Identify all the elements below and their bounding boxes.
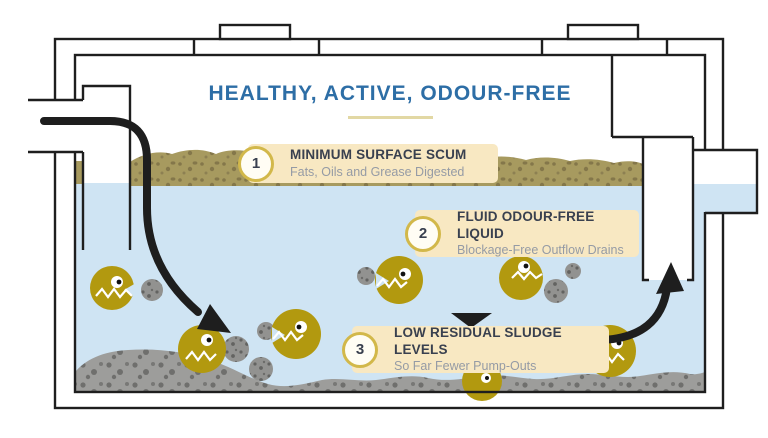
inlet-pipe (28, 98, 83, 154)
tank-outline (53, 23, 725, 410)
callout-minimum-surface-scum: 1 MINIMUM SURFACE SCUM Fats, Oils and Gr… (238, 144, 498, 183)
rock-icon (141, 279, 163, 301)
diagram-title: HEALTHY, ACTIVE, ODOUR-FREE (208, 82, 572, 105)
step-3-badge: 3 (342, 331, 378, 368)
rock-icon (257, 322, 275, 340)
callout-subtitle: So Far Fewer Pump-Outs (394, 358, 537, 373)
callout-fluid-odour-free-liquid: 2 FLUID ODOUR-FREE LIQUID Blockage-Free … (405, 209, 639, 257)
title-underline (348, 116, 433, 119)
outlet-pipe-cutout (694, 151, 758, 184)
settling-arrow-icon (451, 313, 492, 328)
callout-title: LOW RESIDUAL SLUDGE LEVELS (394, 325, 562, 357)
callout-title: MINIMUM SURFACE SCUM (290, 147, 467, 163)
rock-icon (223, 336, 249, 362)
bacteria-icon (90, 266, 136, 310)
outlet-pipe (693, 148, 759, 215)
bacteria-icon (499, 256, 543, 300)
sludge-layer (76, 349, 705, 392)
rock-icon (565, 263, 581, 279)
inlet-flow-arrow (40, 117, 231, 333)
rock-icon (544, 279, 568, 303)
inlet-pipe-cutout (26, 101, 82, 151)
callout-low-residual-sludge-levels: 3 LOW RESIDUAL SLUDGE LEVELS So Far Fewe… (342, 325, 609, 373)
rock-icons (141, 263, 581, 381)
step-2-badge: 2 (405, 215, 441, 252)
rock-icon (357, 267, 375, 285)
inlet-baffle (81, 84, 132, 250)
outlet-baffle-interior (644, 138, 692, 280)
access-riser (218, 23, 292, 41)
access-riser (566, 23, 640, 41)
callout-subtitle: Fats, Oils and Grease Digested (290, 164, 465, 179)
rock-icon (249, 357, 273, 381)
outlet-baffle (612, 135, 695, 282)
callout-title: FLUID ODOUR-FREE LIQUID (457, 209, 595, 241)
bacteria-icon (178, 325, 226, 373)
outflow-water (694, 184, 756, 212)
outlet-flow-arrow (599, 262, 684, 344)
bacteria-icon (271, 309, 321, 359)
bacteria-icon (375, 256, 423, 304)
step-1-badge: 1 (238, 145, 274, 182)
callout-subtitle: Blockage-Free Outflow Drains (457, 242, 624, 257)
inlet-baffle-interior (84, 87, 129, 182)
